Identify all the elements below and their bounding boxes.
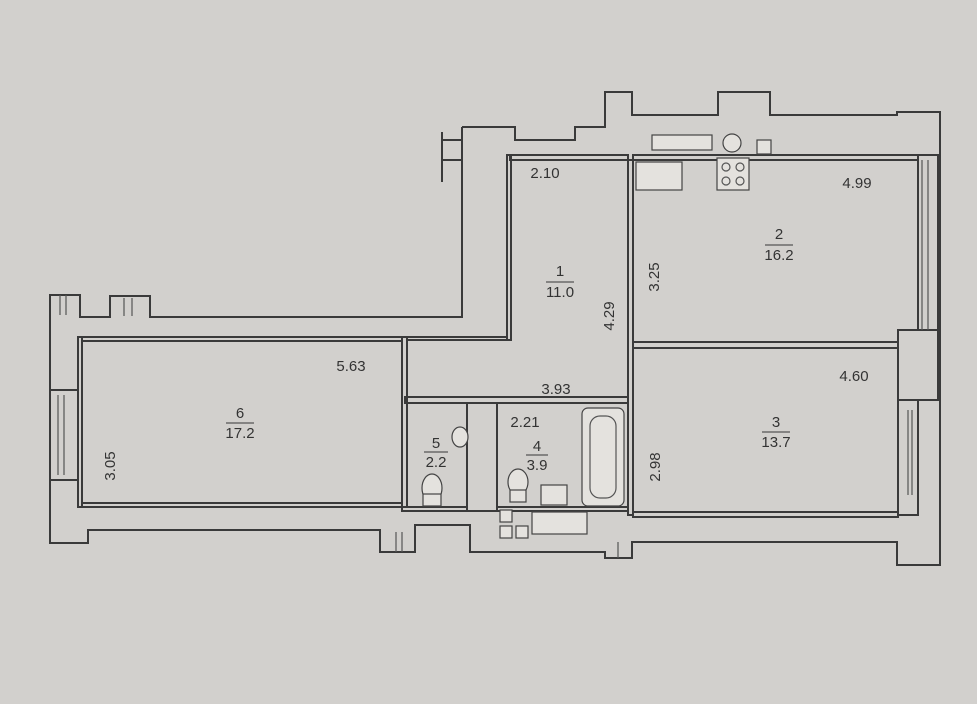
dim-kitchen-width: 4.99 — [842, 175, 871, 192]
shaft-icon — [499, 509, 513, 523]
room-4-label: 4 3.9 — [526, 438, 548, 474]
dim-room3-depth: 2.98 — [647, 452, 664, 481]
stove-icon — [716, 157, 750, 191]
socket-icon — [756, 139, 772, 155]
boiler-icon — [722, 133, 742, 153]
room-3-label: 3 13.7 — [761, 414, 790, 451]
bathtub-icon — [581, 407, 625, 507]
shaft-icon-2 — [499, 525, 513, 539]
room-area: 2.2 — [426, 454, 447, 471]
room-area: 13.7 — [761, 434, 790, 451]
washbasin-icon — [540, 484, 568, 506]
room-2-label: 2 16.2 — [764, 226, 793, 264]
shaft-icon-3 — [515, 525, 529, 539]
room-area: 11.0 — [546, 284, 574, 301]
counter-icon — [651, 134, 713, 151]
bathroom-fixtures — [421, 407, 625, 539]
dim-hall-width: 3.93 — [541, 381, 570, 398]
room-number: 5 — [432, 435, 440, 452]
dim-kitchen-depth: 3.25 — [646, 262, 663, 291]
dim-room6-width: 5.63 — [336, 358, 365, 375]
room-number: 4 — [533, 438, 541, 455]
dim-room6-depth: 3.05 — [102, 451, 119, 480]
interior-walls — [49, 154, 939, 518]
room-6-label: 6 17.2 — [225, 405, 254, 442]
utility-box-icon — [531, 511, 588, 535]
kitchen-fixtures — [635, 133, 772, 191]
room-area: 17.2 — [225, 425, 254, 442]
dim-room3-width: 4.60 — [839, 368, 868, 385]
outer-walls — [49, 91, 941, 566]
room-area: 16.2 — [764, 247, 793, 264]
wc-sink-icon — [451, 426, 469, 448]
room-1-label: 1 11.0 — [546, 263, 574, 301]
room-area: 3.9 — [527, 457, 548, 474]
room-number: 3 — [772, 414, 780, 431]
sink-icon — [635, 161, 683, 191]
dimension-labels: 2.10 4.29 3.93 4.99 3.25 4.60 2.98 2.21 … — [102, 165, 872, 482]
dim-bath-width: 2.21 — [510, 414, 539, 431]
windows — [57, 160, 929, 558]
dim-hall-depth: 4.29 — [601, 301, 618, 330]
dim-hall-top: 2.10 — [530, 165, 559, 182]
room-5-label: 5 2.2 — [424, 435, 448, 471]
room-number: 2 — [775, 226, 783, 243]
room-number: 1 — [556, 263, 564, 280]
room-number: 6 — [236, 405, 244, 422]
room-labels: 1 11.0 2 16.2 3 13.7 4 3.9 5 2.2 6 17.2 — [225, 226, 793, 474]
